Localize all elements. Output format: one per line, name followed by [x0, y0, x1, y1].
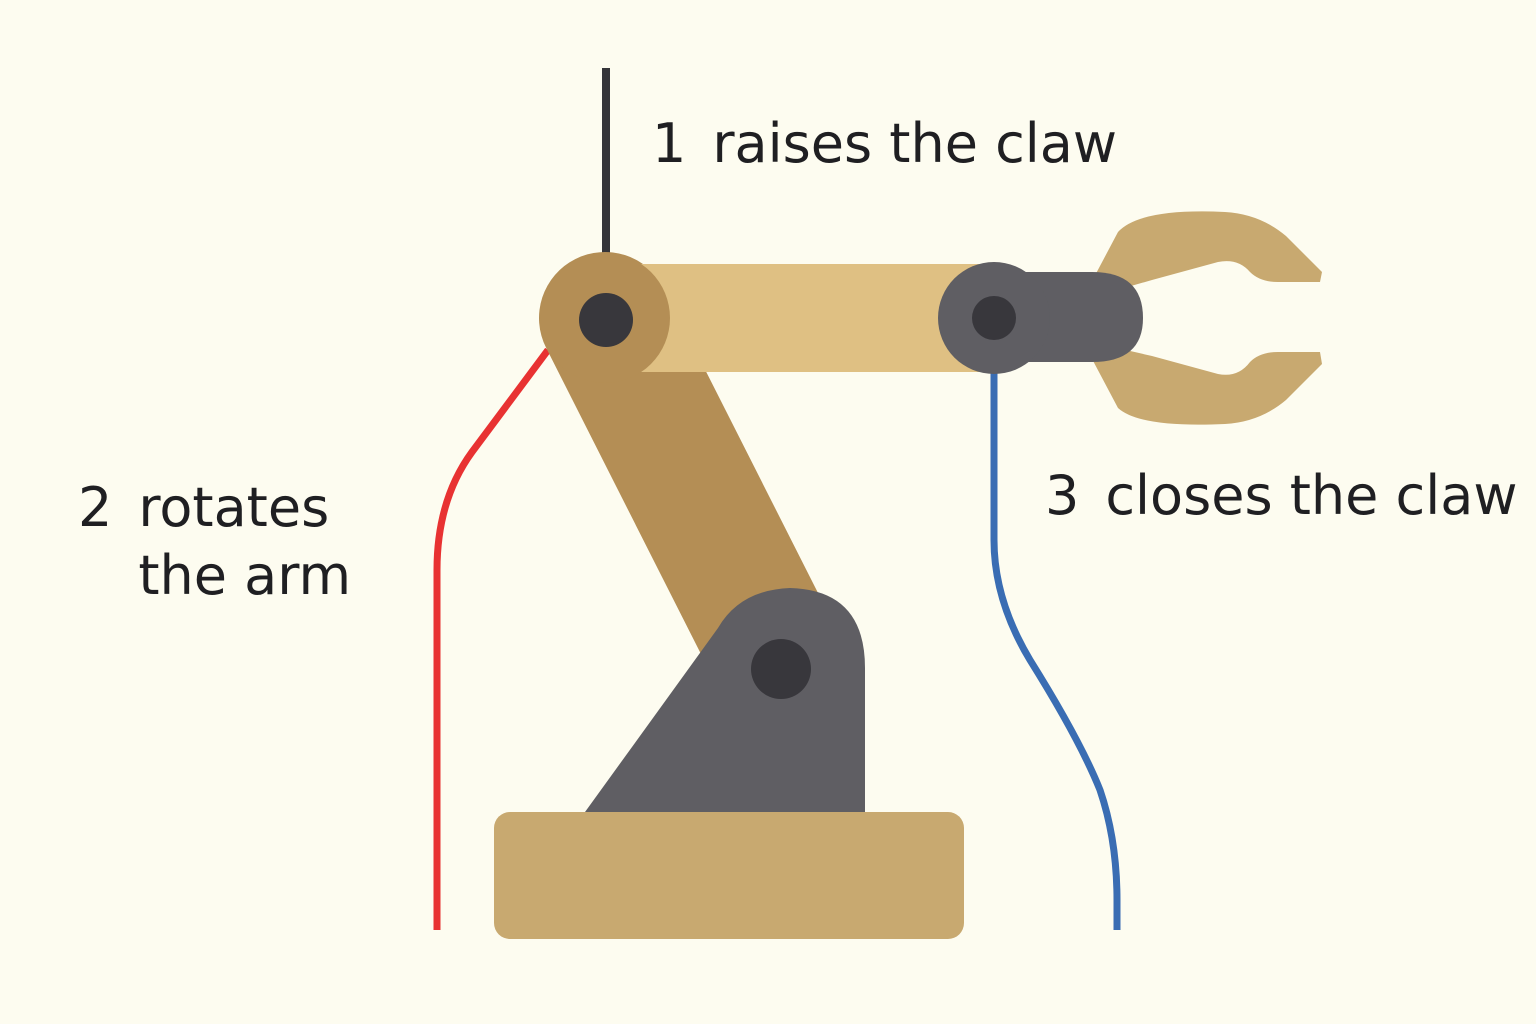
label-number: 1	[652, 112, 687, 175]
claw	[1082, 211, 1322, 425]
base-plate	[494, 812, 964, 939]
label-raises-claw: 1 raises the claw	[652, 110, 1117, 178]
label-rotates-arm: 2 rotates the arm	[78, 474, 428, 610]
wire-3-blue	[990, 368, 1121, 930]
label-number: 3	[1045, 464, 1080, 527]
label-text: closes the claw	[1105, 464, 1518, 527]
shoulder-pin	[579, 293, 633, 347]
claw-lower-jaw	[1082, 340, 1322, 425]
base-pin	[751, 639, 811, 699]
label-text: raises the claw	[712, 112, 1118, 175]
label-number: 2	[78, 476, 113, 539]
base-mount	[585, 588, 865, 812]
label-closes-claw: 3 closes the claw	[1045, 462, 1517, 530]
claw-upper-jaw	[1082, 211, 1322, 300]
wrist-pin	[972, 296, 1016, 340]
label-text: rotates the arm	[138, 476, 352, 607]
wire-2-red	[433, 347, 551, 930]
